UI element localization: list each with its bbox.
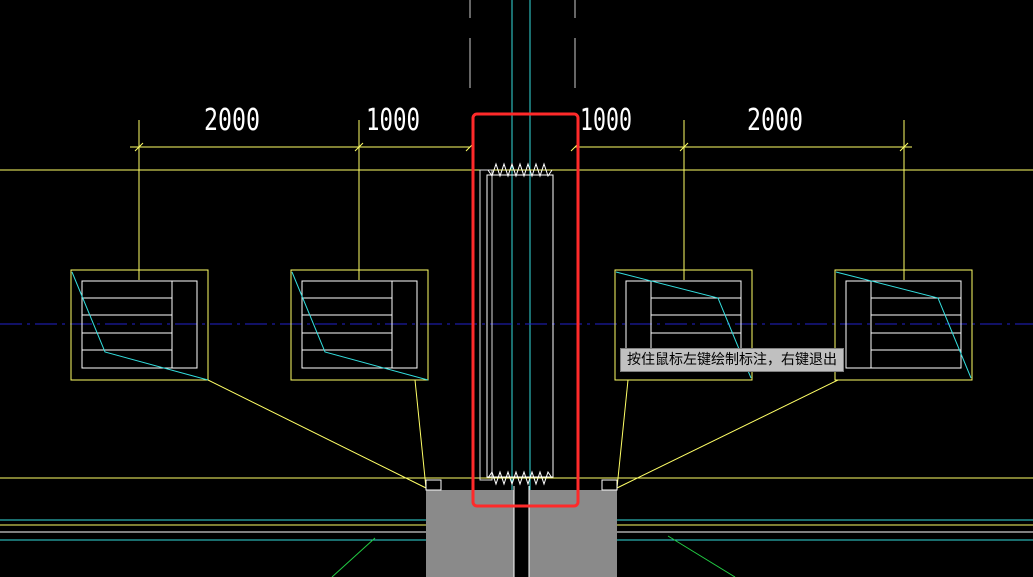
command-tooltip: 按住鼠标左键绘制标注，右键退出 [620,348,844,372]
bottom-wall-lines [0,519,1033,577]
column-base [425,479,618,577]
top-wall-lines [469,0,576,88]
yellow-horizontal-lines [0,169,1033,479]
highlight-box [471,112,580,508]
window-block-4[interactable] [834,269,973,381]
dim-text-right-outer: 2000 [747,103,803,138]
dim-text-left-outer: 2000 [204,103,260,138]
window-block-1[interactable] [70,269,209,381]
dim-text-left-inner: 1000 [366,103,420,138]
dimension-line [130,120,912,280]
leader-lines [207,379,839,489]
dim-text-right-inner: 1000 [580,103,632,138]
center-cyan-lines [511,0,531,530]
window-block-2[interactable] [290,269,429,381]
door-panel[interactable] [479,162,554,577]
